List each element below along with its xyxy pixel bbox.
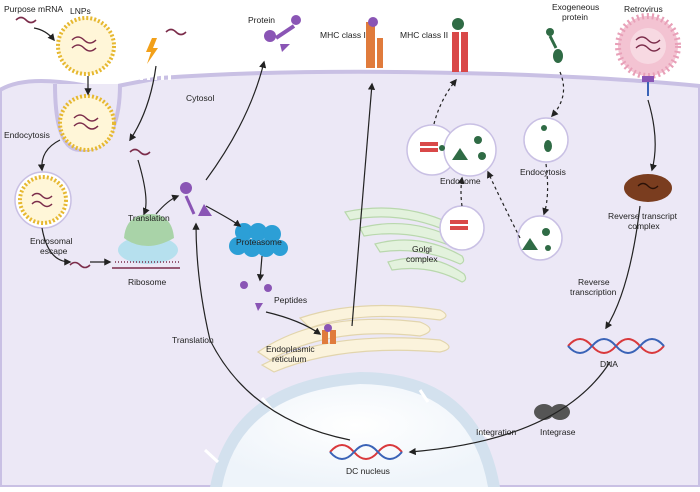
endocytosis-vesicle-right [523,117,569,163]
label-rev-transcription-1: Reverse [578,277,610,287]
label-translation-left: Translation [172,335,214,345]
label-integration: Integration [476,427,516,437]
mhc-class-i-er [322,324,336,344]
label-integrase: Integrase [540,427,576,437]
mhc-class-i-surface [366,17,383,68]
nascent-protein [180,182,212,216]
pathway-arrows [33,27,657,456]
label-lnps: LNPs [70,6,91,16]
label-rev-transcription-2: transcription [570,287,617,297]
membrane-pores [140,72,171,80]
label-endosomal-1: Endosomal [30,236,73,246]
label-endocytosis-left: Endocytosis [4,130,50,140]
endosome [406,123,497,177]
lnp-outside [56,16,116,76]
dna-helix-nucleus [329,444,403,460]
mhc-ii-vesicle [439,205,485,251]
label-endosomal-2: escape [40,246,68,256]
lightning-icon [146,38,158,64]
label-golgi-2: complex [406,254,438,264]
mhc-class-ii-surface [452,18,468,72]
label-dna: DNA [600,359,618,369]
label-er-2: reticulum [272,354,306,364]
label-er-1: Endoplasmic [266,344,315,354]
lnp-endocytosed [58,94,116,152]
retrovirus [615,13,681,96]
label-dc-nucleus: DC nucleus [346,466,390,476]
label-rt-complex-1: Reverse transcript [608,211,678,221]
label-retrovirus: Retrovirus [624,4,663,14]
ribosome [112,214,180,269]
label-protein: Protein [248,15,275,25]
label-mhc-class-ii: MHC class II [400,30,448,40]
lnp-endosome [14,171,72,229]
reverse-transcript-complex [624,174,672,202]
dc-nucleus [203,372,500,487]
golgi-complex [344,207,467,283]
label-mhc-class-i: MHC class I [320,30,366,40]
label-translation-top: Translation [128,213,170,223]
label-peptides: Peptides [274,295,307,305]
label-golgi-1: Golgi [412,244,432,254]
dna-helix-cytosol [567,338,665,354]
label-purpose-mrna: Purpose mRNA [4,4,63,14]
label-exogeneous-1: Exogeneous [552,2,599,12]
label-cytosol: Cytosol [186,93,214,103]
label-endosome: Endosome [440,176,481,186]
protein-secreted [264,15,301,52]
label-rt-complex-2: complex [628,221,660,231]
label-proteasome: Proteasome [236,237,282,247]
proteasome [229,223,288,257]
degraded-vesicle [517,215,563,261]
label-exogeneous-2: protein [562,12,588,22]
dashed-arrows [433,71,565,239]
label-endocytosis-right: Endocytosis [520,167,566,177]
cell-cytosol [0,69,700,489]
exogenous-protein [546,28,563,63]
peptides [240,281,272,311]
mrna-strands [15,16,187,269]
label-ribosome: Ribosome [128,277,167,287]
